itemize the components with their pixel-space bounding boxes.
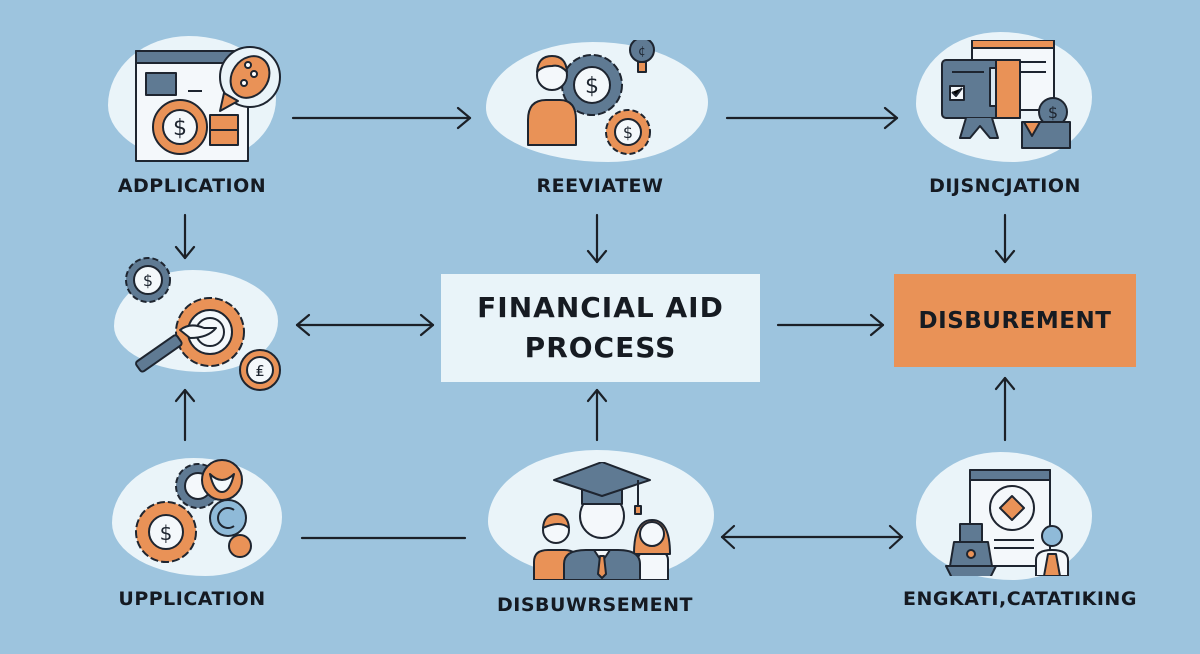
graduate-family-icon bbox=[533, 462, 671, 580]
monitor-documents-dollar-icon: $ bbox=[941, 40, 1071, 149]
svg-text:$: $ bbox=[160, 521, 173, 545]
svg-text:$: $ bbox=[623, 123, 633, 142]
arrow-upplication-up bbox=[174, 388, 196, 442]
arrow-bottom-center-up bbox=[586, 388, 608, 442]
node-label: DISBUWRSEMENT bbox=[497, 594, 693, 616]
arrow-bottom-right-up bbox=[994, 376, 1016, 442]
svg-text:¢: ¢ bbox=[638, 44, 646, 58]
gears-cluster-icon: $ bbox=[135, 459, 252, 563]
arrow-application-to-review bbox=[291, 106, 472, 130]
double-arrow-verify-center bbox=[295, 313, 435, 337]
arrow-review-to-discussion bbox=[725, 106, 899, 130]
node-label: ADPLICATION bbox=[117, 175, 267, 197]
svg-text:$: $ bbox=[585, 74, 599, 99]
center-title-line1: FINANCIAL AID bbox=[477, 291, 724, 324]
svg-text:₤: ₤ bbox=[255, 362, 265, 380]
center-title-line2: PROCESS bbox=[524, 331, 677, 364]
arrow-review-down bbox=[586, 213, 608, 264]
node-label: REEVIATEW bbox=[536, 175, 664, 197]
svg-text:$: $ bbox=[173, 116, 187, 141]
person-gears-dollar-icon: $ $ ¢ bbox=[527, 40, 655, 155]
arrow-center-to-disbursement bbox=[776, 313, 885, 337]
svg-text:$: $ bbox=[143, 271, 153, 290]
node-label: ENGKATI,CATATIKING bbox=[903, 588, 1137, 610]
double-arrow-bottom bbox=[720, 524, 904, 550]
disbursement-box: DISBUREMENT bbox=[894, 274, 1136, 367]
arrow-application-down bbox=[174, 213, 196, 260]
application-form-gear-icon: $ bbox=[135, 46, 281, 162]
node-label: UPPLICATION bbox=[118, 588, 266, 610]
document-stamp-person-icon bbox=[945, 469, 1069, 576]
financial-aid-process-box: FINANCIAL AID PROCESS bbox=[441, 274, 760, 382]
node-label: DIJSNCJATION bbox=[929, 175, 1081, 197]
disbursement-label: DISBUREMENT bbox=[918, 307, 1112, 334]
gear-magnifier-dollar-icon: $ ₤ bbox=[125, 257, 281, 391]
svg-text:$: $ bbox=[1048, 103, 1058, 122]
arrow-discussion-down bbox=[994, 213, 1016, 264]
